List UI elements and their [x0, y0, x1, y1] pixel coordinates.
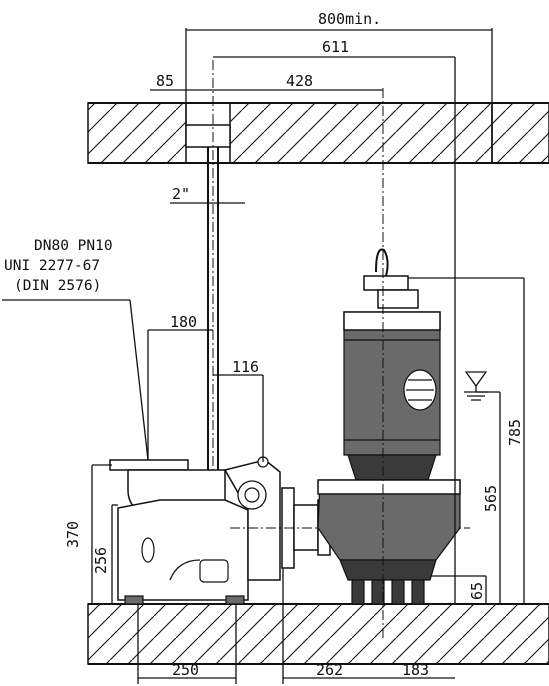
dim-256: 256 — [92, 547, 110, 574]
dim-370: 370 — [64, 521, 82, 548]
flange-spec-line1: DN80 PN10 — [34, 238, 113, 254]
flange-spec-line3: (DIN 2576) — [14, 278, 101, 294]
dim-85: 85 — [156, 72, 174, 90]
pump-body — [317, 88, 461, 640]
dimension-lines — [2, 28, 525, 684]
dim-785: 785 — [506, 419, 524, 446]
dim-800min: 800min. — [318, 10, 381, 28]
dim-250: 250 — [172, 661, 199, 679]
dim-116: 116 — [232, 358, 259, 376]
top-slab — [87, 102, 549, 164]
dim-65: 65 — [468, 582, 486, 600]
discharge-assembly — [109, 456, 470, 605]
water-level-symbol — [464, 371, 488, 401]
dimension-labels: 800min. 611 428 85 2" 180 116 370 256 25… — [64, 10, 524, 679]
flange-spec-line2: UNI 2277-67 — [4, 258, 100, 274]
dim-262: 262 — [316, 661, 343, 679]
dim-183: 183 — [402, 661, 429, 679]
dim-565: 565 — [482, 485, 500, 512]
dim-428: 428 — [286, 72, 313, 90]
dim-2-inch: 2" — [172, 185, 190, 203]
floor-slab — [87, 603, 549, 665]
dim-611: 611 — [322, 38, 349, 56]
flange-spec-note: DN80 PN10 UNI 2277-67 (DIN 2576) — [4, 238, 113, 294]
dim-180: 180 — [170, 313, 197, 331]
